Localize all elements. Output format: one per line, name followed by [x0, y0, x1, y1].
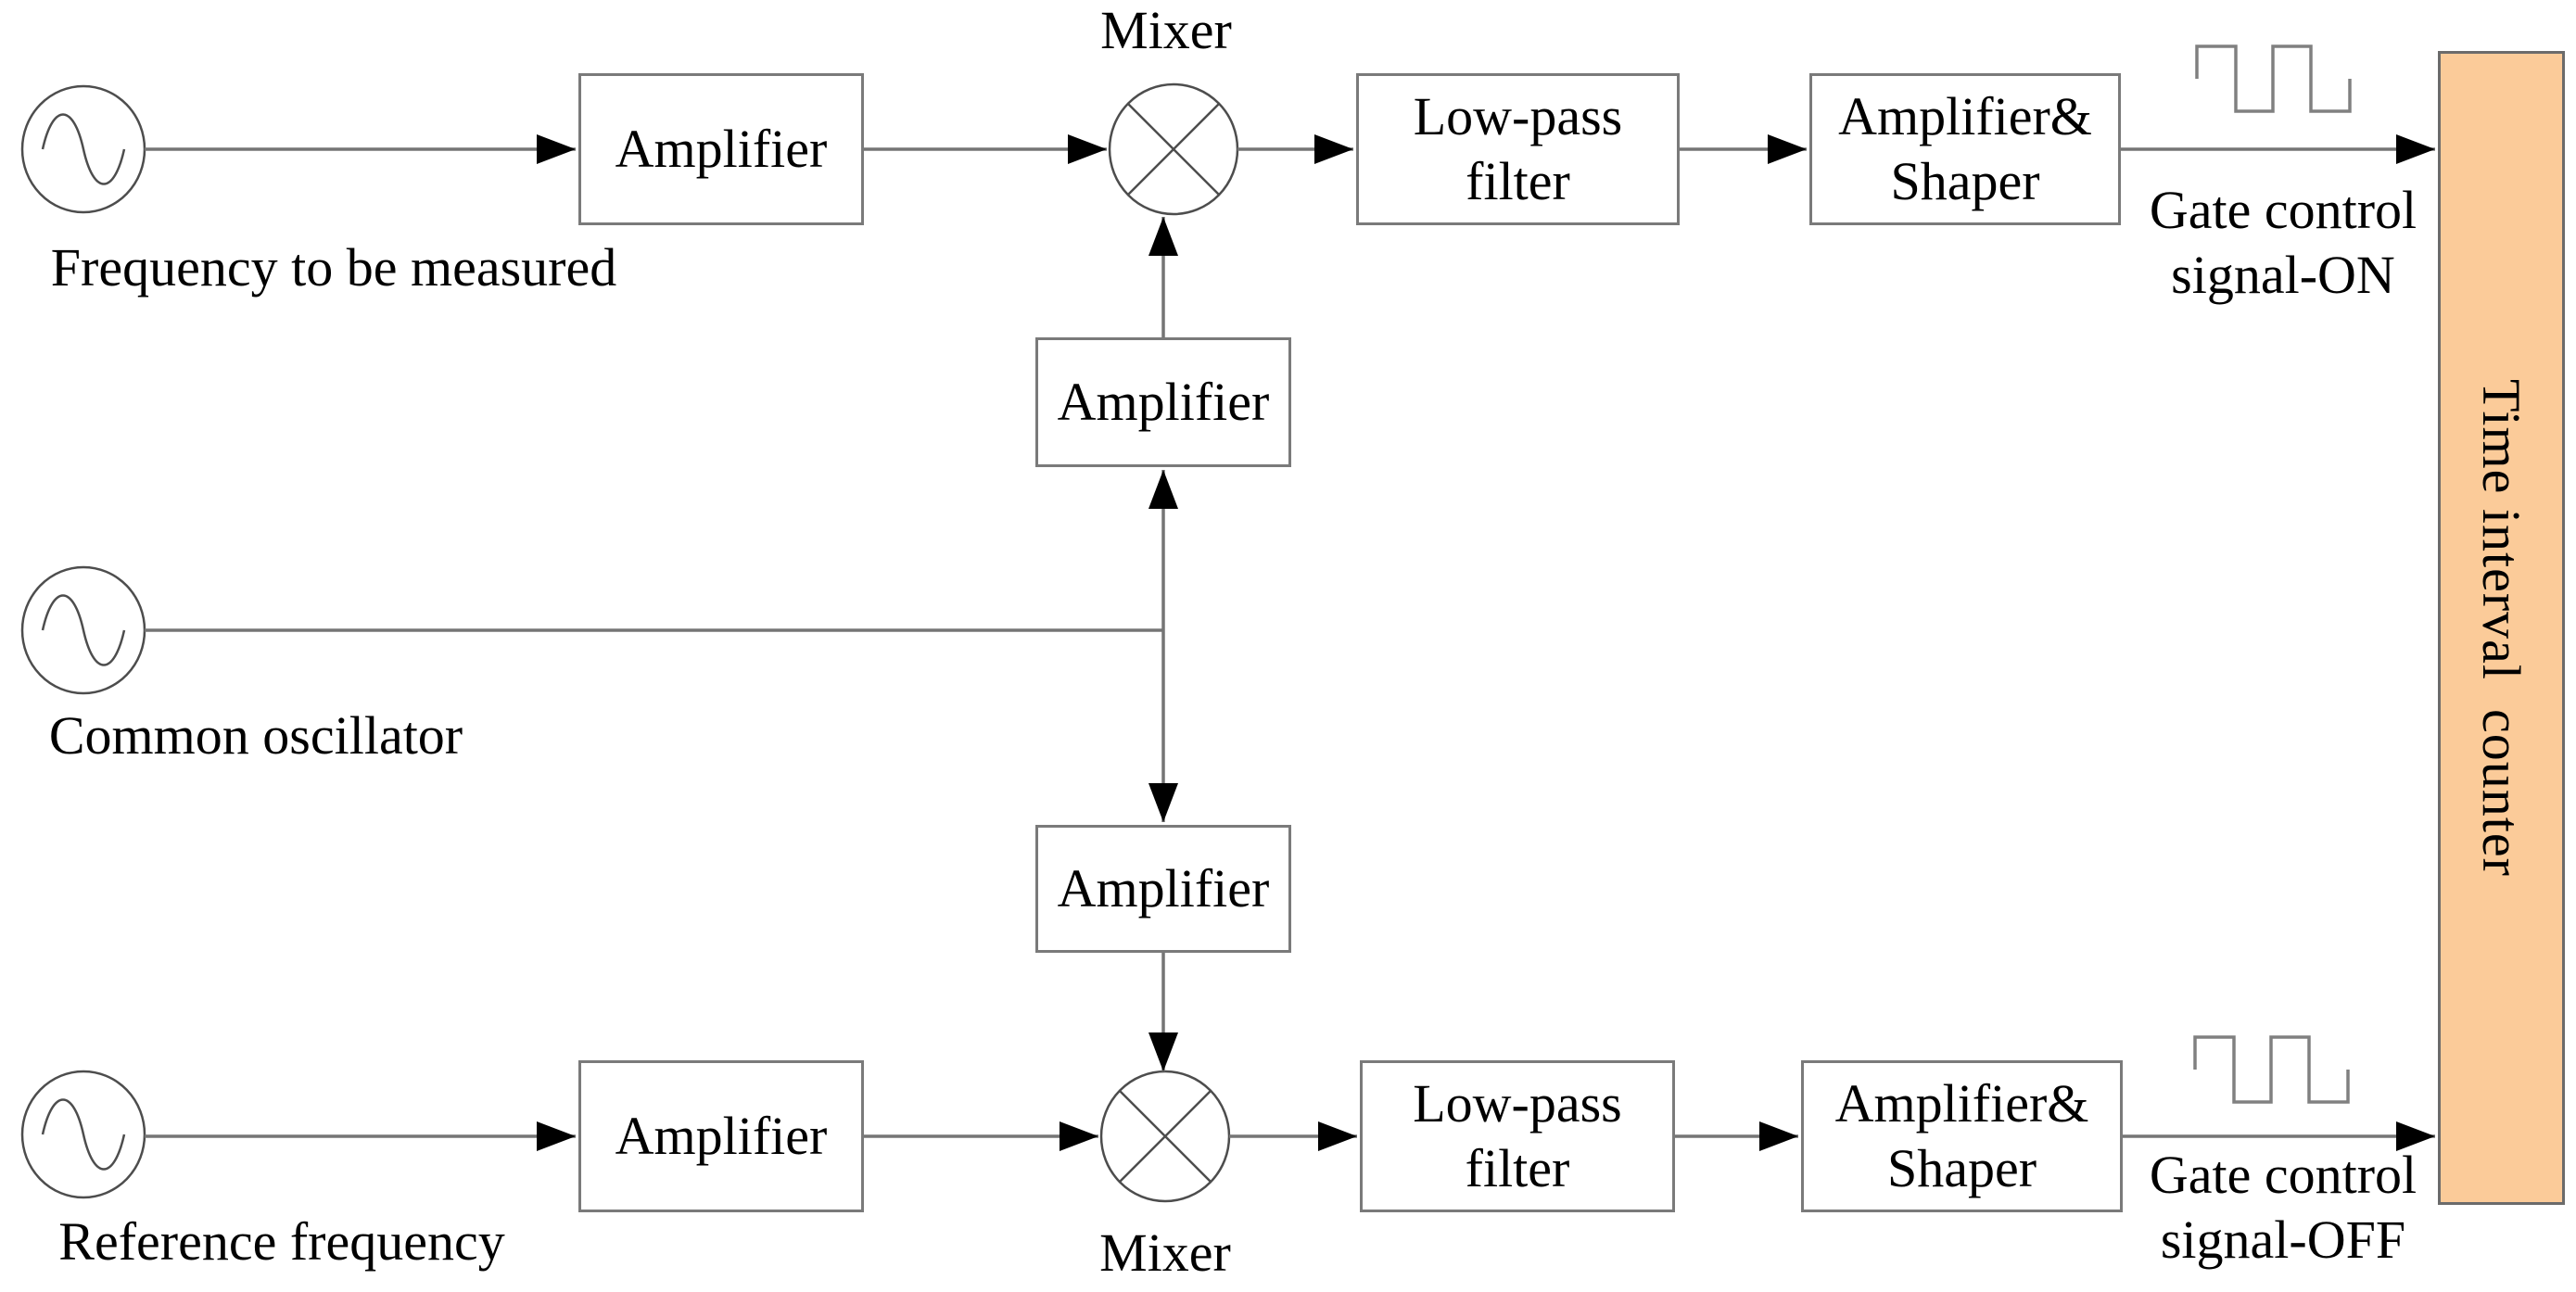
mixer-top-icon [1108, 82, 1239, 216]
oscillator-measured-icon [20, 84, 146, 214]
source-label-measured: Frequency to be measured [50, 237, 617, 298]
gate-off-line1: Gate control [2149, 1145, 2417, 1205]
amplifier-shaper-block-bottom: Amplifier& Shaper [1801, 1060, 2123, 1212]
lowpass-label-line1: Low-pass [1413, 86, 1623, 146]
amplifier-label: Amplifier [615, 119, 828, 179]
amplifier-block-middle-upper: Amplifier [1035, 337, 1291, 467]
amplifier-shaper-block-top: Amplifier& Shaper [1809, 73, 2121, 225]
lowpass-label-line2: filter [1465, 1138, 1570, 1198]
amplifier-block-bottom: Amplifier [578, 1060, 864, 1212]
amp-shaper-label-line1: Amplifier& [1838, 86, 2092, 146]
source-label-reference: Reference frequency [58, 1211, 505, 1272]
mixer-label-top: Mixer [1100, 0, 1232, 60]
oscillator-common-icon [20, 565, 146, 695]
mixer-label-bottom: Mixer [1099, 1222, 1231, 1283]
source-label-common: Common oscillator [48, 705, 463, 766]
gate-control-off-label: Gate control signal-OFF [2150, 1143, 2417, 1273]
amplifier-block-middle-lower: Amplifier [1035, 825, 1291, 953]
lowpass-filter-block-bottom: Low-pass filter [1360, 1060, 1675, 1212]
mixer-bottom-icon [1099, 1070, 1231, 1203]
lowpass-label-line1: Low-pass [1413, 1073, 1622, 1134]
amplifier-label: Amplifier [1057, 372, 1270, 432]
amp-shaper-label-line2: Shaper [1890, 151, 2040, 211]
oscillator-reference-icon [20, 1070, 146, 1199]
gate-on-line2: signal-ON [2171, 245, 2395, 305]
square-wave-off-icon [2193, 1035, 2350, 1104]
lowpass-label-line2: filter [1466, 151, 1570, 211]
gate-off-line2: signal-OFF [2160, 1210, 2406, 1270]
amplifier-block-top: Amplifier [578, 73, 864, 225]
time-interval-counter-block: Time interval counter [2438, 51, 2565, 1205]
lowpass-filter-block-top: Low-pass filter [1356, 73, 1680, 225]
amp-shaper-label-line1: Amplifier& [1834, 1073, 2089, 1134]
time-interval-counter-label: Time interval counter [2471, 379, 2532, 877]
gate-control-on-label: Gate control signal-ON [2150, 178, 2417, 308]
gate-on-line1: Gate control [2149, 180, 2417, 240]
amplifier-label: Amplifier [615, 1106, 828, 1166]
amplifier-label: Amplifier [1057, 858, 1270, 918]
amp-shaper-label-line2: Shaper [1886, 1138, 2037, 1198]
square-wave-on-icon [2195, 44, 2352, 113]
